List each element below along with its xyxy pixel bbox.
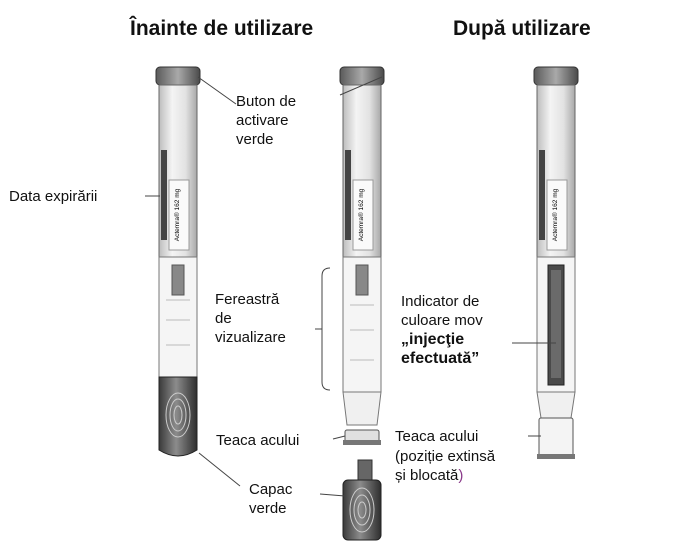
label-extended-locked: (poziție extinsă și blocată)	[395, 447, 495, 485]
title-after-use: După utilizare	[453, 17, 591, 40]
pen2-label-text: Actemra® 162 mg	[357, 188, 365, 241]
label-needle-sheath-after: Teaca acului	[395, 428, 479, 445]
pen-after-use: Actemra® 162 mg	[533, 66, 579, 459]
label-needle-sheath-before: Teaca acului	[216, 432, 300, 449]
needle-sheath-extended	[538, 417, 574, 459]
label-viewing-window: Fereastră de vizualizare	[215, 291, 286, 346]
label-injection-done: „injecţie efectuată”	[401, 331, 480, 367]
pen3-label-text: Actemra® 162 mg	[551, 188, 559, 241]
activation-button-pen2	[339, 66, 385, 86]
activation-button-pen3	[533, 66, 579, 86]
label-purple-indicator: Indicator de culoare mov	[401, 293, 483, 329]
label-green-cap: Capac verde	[249, 481, 293, 517]
label-extended-locked-close: )	[458, 467, 464, 484]
label-expiry-date: Data expirării	[9, 188, 98, 205]
pen-before-cap-removed: Actemra® 162 mg	[339, 66, 385, 445]
label-activation-button: Buton de activare verde	[236, 93, 297, 148]
title-before-use: Înainte de utilizare	[130, 17, 314, 40]
green-cap-detached	[342, 459, 382, 541]
activation-button-pen1	[155, 66, 201, 86]
pen1-label-text: Actemra® 162 mg	[173, 188, 181, 241]
green-cap-attached	[158, 376, 198, 457]
pen-before-with-cap: Actemra® 162 mg	[155, 66, 201, 457]
label-extended-locked-text: (poziție extinsă și blocată	[395, 448, 496, 484]
